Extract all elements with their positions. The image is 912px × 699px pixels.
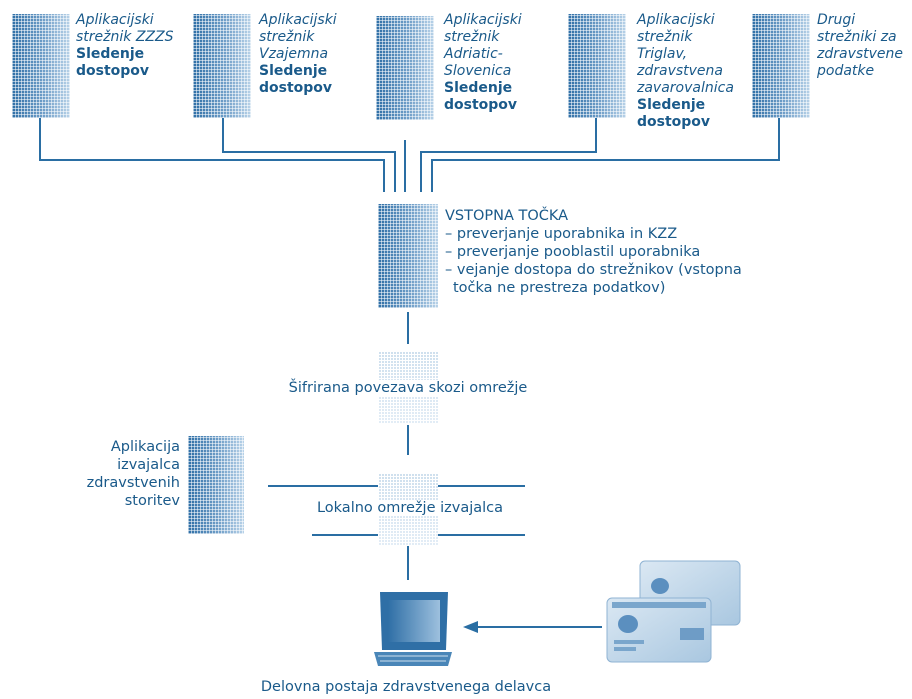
server-vzajemna-icon [193, 14, 251, 118]
server-line: podatke [817, 63, 875, 79]
provider-app-line: zdravstvenih [86, 475, 180, 491]
server-line: Sledenje [259, 63, 328, 79]
server-line: Triglav, [637, 46, 688, 62]
local-network-label: Lokalno omrežje izvajalca [305, 500, 515, 516]
server-line: strežniki za [817, 29, 897, 45]
server-line: Aplikacijski [76, 12, 154, 28]
server-line: Adriatic- [444, 46, 503, 62]
provider-app-line: storitev [124, 493, 180, 509]
server-line: Sledenje [76, 46, 145, 62]
server-other-icon [752, 14, 810, 118]
server-line: dostopov [76, 63, 150, 79]
server-adriatic-label: Aplikacijski strežnik Adriatic- Slovenic… [444, 12, 522, 114]
entry-point-item: – preverjanje pooblastil uporabnika [445, 244, 701, 260]
provider-app-line: izvajalca [117, 457, 180, 473]
server-other-label: Drugi strežniki za zdravstvene podatke [817, 12, 903, 80]
server-line: zavarovalnica [637, 80, 734, 96]
server-line: Drugi [817, 12, 856, 28]
workstation-label: Delovna postaja zdravstvenega delavca [260, 679, 552, 695]
server-line: zdravstvene [817, 46, 904, 62]
server-adriatic-icon [376, 16, 434, 120]
server-line: Aplikacijski [637, 12, 715, 28]
provider-app-line: Aplikacija [110, 439, 180, 455]
server-line: strežnik [637, 29, 693, 45]
entry-point-label: VSTOPNA TOČKA – preverjanje uporabnika i… [445, 207, 742, 297]
server-line: zdravstvena [637, 63, 723, 79]
entry-point-server-icon [378, 204, 438, 308]
entry-point-item: točka ne prestreza podatkov) [453, 280, 666, 296]
server-triglav-label: Aplikacijski strežnik Triglav, zdravstve… [637, 12, 734, 131]
server-line: dostopov [637, 114, 711, 130]
server-line: Aplikacijski [444, 12, 522, 28]
server-line: Sledenje [444, 80, 513, 96]
server-line: strežnik [444, 29, 500, 45]
server-line: dostopov [259, 80, 333, 96]
server-line: strežnik [259, 29, 315, 45]
server-zzzs-label: Aplikacijski strežnik ZZZS Sledenje dost… [76, 12, 173, 80]
entry-point-item: – vejanje dostopa do strežnikov (vstopna [445, 262, 742, 278]
provider-app-server-icon [188, 436, 244, 534]
provider-app-label: Aplikacija izvajalca zdravstvenih storit… [62, 438, 180, 510]
entry-point-item: – preverjanje uporabnika in KZZ [445, 226, 678, 242]
server-line: Sledenje [637, 97, 706, 113]
server-triglav-icon [568, 14, 626, 118]
server-line: Vzajemna [259, 46, 329, 62]
server-line: Slovenica [444, 63, 512, 79]
server-zzzs-icon [12, 14, 70, 118]
server-line: strežnik ZZZS [76, 29, 174, 45]
entry-point-title: VSTOPNA TOČKA [445, 208, 569, 224]
server-line: dostopov [444, 97, 518, 113]
encrypted-link-label: Šifrirana povezava skozi omrežje [270, 380, 546, 396]
server-line: Aplikacijski [259, 12, 337, 28]
server-vzajemna-label: Aplikacijski strežnik Vzajemna Sledenje … [259, 12, 337, 97]
